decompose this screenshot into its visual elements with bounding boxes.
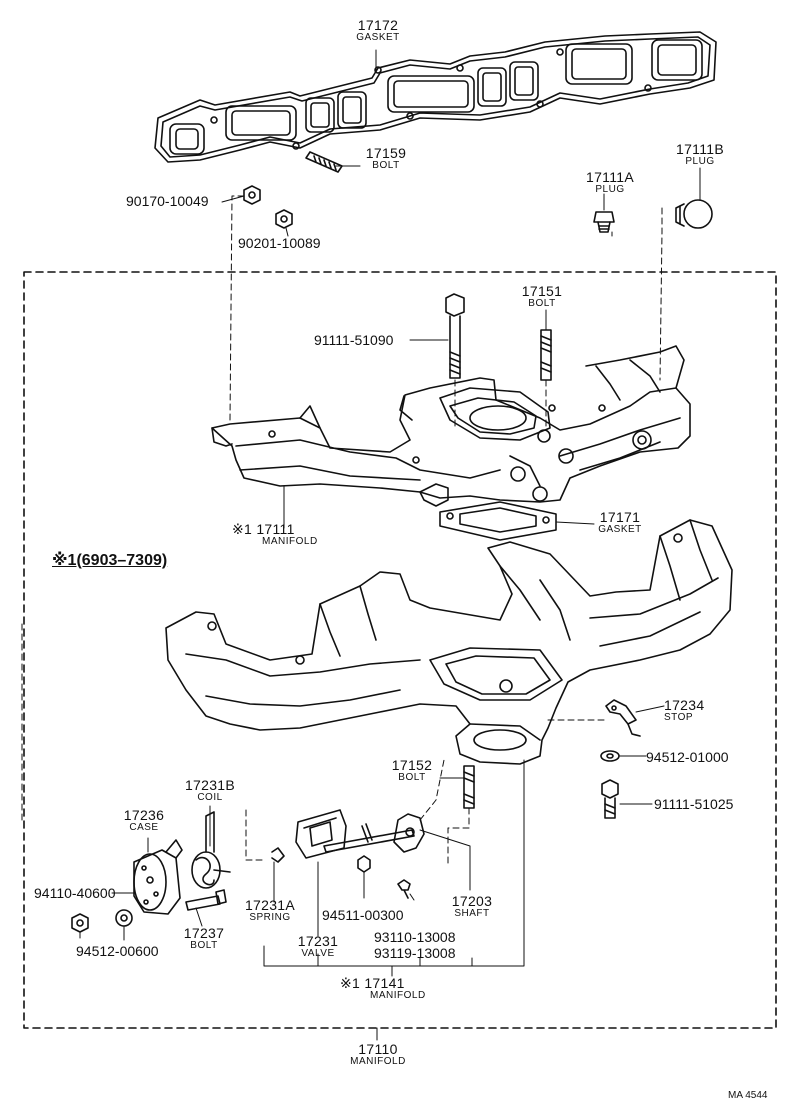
- nut-90201: [275, 209, 293, 229]
- range-label: ※1(6903–7309): [52, 552, 168, 569]
- label-17234: 17234 STOP: [664, 697, 705, 723]
- drawing-reference: MA 4544: [728, 1090, 768, 1101]
- label-93110-13008: 93110-13008: [374, 929, 456, 945]
- label-17231b: 17231B COIL: [184, 777, 236, 803]
- stud-bolt-17152: [463, 765, 475, 809]
- label-94511-00300: 94511-00300: [322, 907, 404, 923]
- label-94512-00600: 94512-00600: [76, 943, 159, 959]
- label-17171: 17171 GASKET: [598, 509, 642, 535]
- heat-valve-17231: [295, 809, 347, 859]
- alignment-lines: [21, 195, 663, 865]
- assembly-boundary-17110: [23, 271, 777, 1029]
- label-17111: ※1 17111 MANIFOLD: [232, 521, 318, 547]
- label-91111-51025: 91111-51025: [654, 796, 734, 812]
- intake-gasket-17172: [154, 31, 717, 163]
- exhaust-manifold-17141: [165, 519, 733, 765]
- label-17203: 17203 SHAFT: [451, 893, 493, 919]
- leader-lines: [79, 49, 701, 941]
- nut-90170: [243, 185, 261, 205]
- label-17231a: 17231A SPRING: [244, 897, 296, 923]
- label-91111-51090: 91111-51090: [314, 332, 394, 348]
- label-17110: 17110 MANIFOLD: [350, 1041, 406, 1067]
- label-94512-01000: 94512-01000: [646, 749, 729, 765]
- screw-93110: [397, 879, 411, 899]
- nut-94110: [71, 913, 89, 933]
- label-90170-10049: 90170-10049: [126, 193, 209, 209]
- label-17111b: 17111B PLUG: [676, 141, 724, 167]
- label-93119-13008: 93119-13008: [374, 945, 456, 961]
- label-17111a: 17111A PLUG: [586, 169, 634, 195]
- bracket-17141: [263, 759, 525, 977]
- washer-94512-00600: [115, 909, 133, 927]
- case-17236: [133, 839, 183, 915]
- washer-94512-01000: [600, 750, 620, 762]
- plug-17111a: [593, 211, 615, 233]
- plug-17111b: [675, 199, 713, 229]
- label-17141: ※1 17141 MANIFOLD: [340, 975, 426, 1001]
- nut-94511: [357, 855, 371, 873]
- carb-gasket-17171: [439, 501, 557, 541]
- label-17172: 17172 GASKET: [356, 17, 400, 43]
- stud-bolt-17159: [305, 151, 343, 173]
- intake-manifold-17111: [211, 345, 691, 507]
- label-17237: 17237 BOLT: [183, 925, 225, 951]
- label-17152: 17152 BOLT: [391, 757, 433, 783]
- label-17151: 17151 BOLT: [521, 283, 563, 309]
- coil-17231b: [191, 811, 231, 889]
- bolt-17237: [185, 889, 227, 911]
- bolt-91111-51090: [445, 293, 465, 379]
- label-17236: 17236 CASE: [123, 807, 165, 833]
- label-90201-10089: 90201-10089: [238, 235, 321, 251]
- label-17231: 17231 VALVE: [297, 933, 339, 959]
- bolt-91111-51025: [601, 779, 619, 819]
- stud-bolt-17151: [540, 329, 552, 381]
- label-17159: 17159 BOLT: [365, 145, 407, 171]
- spring-17231a: [271, 847, 285, 863]
- valve-shaft-17203: [323, 813, 425, 853]
- label-94110-40600: 94110-40600: [34, 885, 116, 901]
- stop-bracket-17234: [605, 699, 641, 737]
